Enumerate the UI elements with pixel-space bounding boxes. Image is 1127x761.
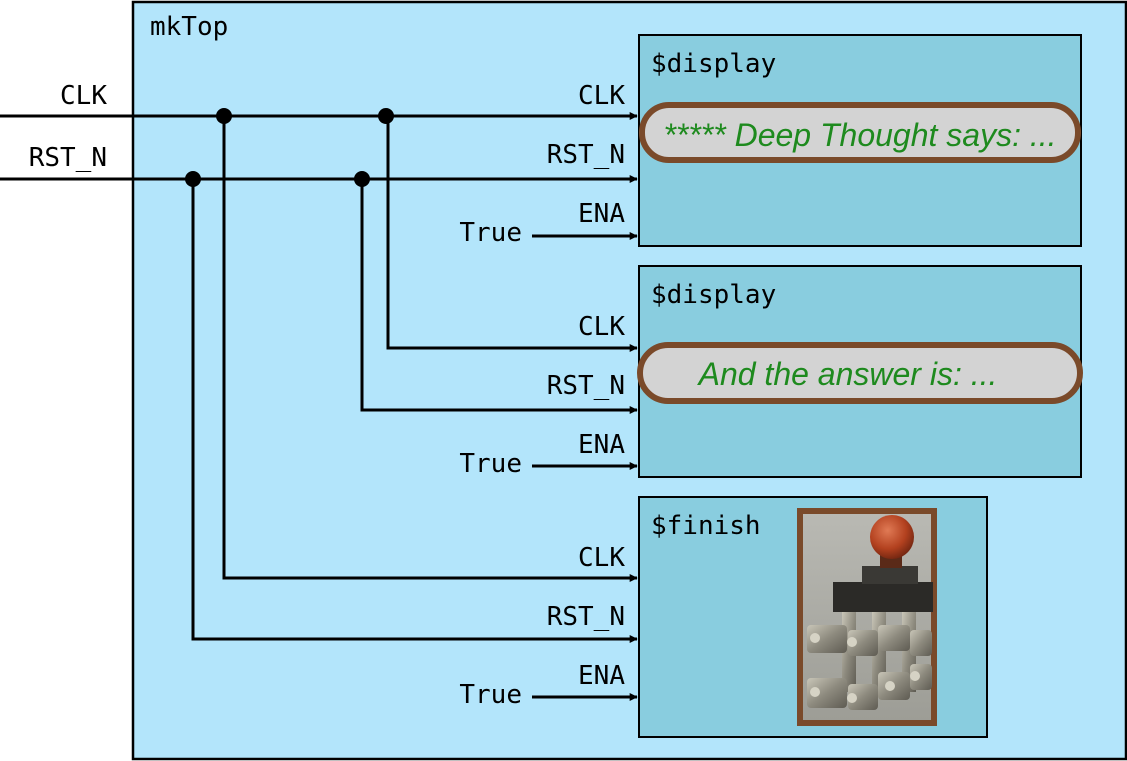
- rst-junction-dot: [354, 171, 370, 187]
- display2-rst-port-label: RST_N: [547, 371, 625, 401]
- display1-ena-port-label: ENA: [578, 199, 625, 229]
- display1-clk-port-label: CLK: [578, 81, 625, 111]
- display1-message-bubble: [639, 102, 1081, 163]
- display2-message: And the answer is: ...: [697, 356, 998, 392]
- clk-junction-dot: [378, 108, 394, 124]
- display1-true-constant: True: [459, 218, 522, 248]
- rst-junction-dot: [185, 171, 201, 187]
- external-rst-label: RST_N: [29, 143, 107, 173]
- mktop-label: mkTop: [150, 12, 228, 42]
- display2-label: $display: [651, 280, 776, 310]
- display2-message-bubble: [637, 342, 1083, 404]
- finish-ena-port-label: ENA: [578, 661, 625, 691]
- display2-clk-port-label: CLK: [578, 312, 625, 342]
- display1-rst-port-label: RST_N: [547, 140, 625, 170]
- finish-label: $finish: [651, 511, 761, 541]
- display1-label: $display: [651, 49, 776, 79]
- clk-wires: [0, 108, 638, 582]
- display2-true-constant: True: [459, 449, 522, 479]
- finish-clk-port-label: CLK: [578, 543, 625, 573]
- finish-rst-port-label: RST_N: [547, 602, 625, 632]
- emergency-stop-switch-photo: [797, 508, 937, 726]
- ena-wires: [532, 232, 638, 701]
- clk-junction-dot: [216, 108, 232, 124]
- display2-ena-port-label: ENA: [578, 430, 625, 460]
- finish-true-constant: True: [459, 680, 522, 710]
- rst-wires: [0, 171, 638, 643]
- display1-message: ***** Deep Thought says: ...: [663, 117, 1056, 153]
- external-clk-label: CLK: [60, 81, 107, 111]
